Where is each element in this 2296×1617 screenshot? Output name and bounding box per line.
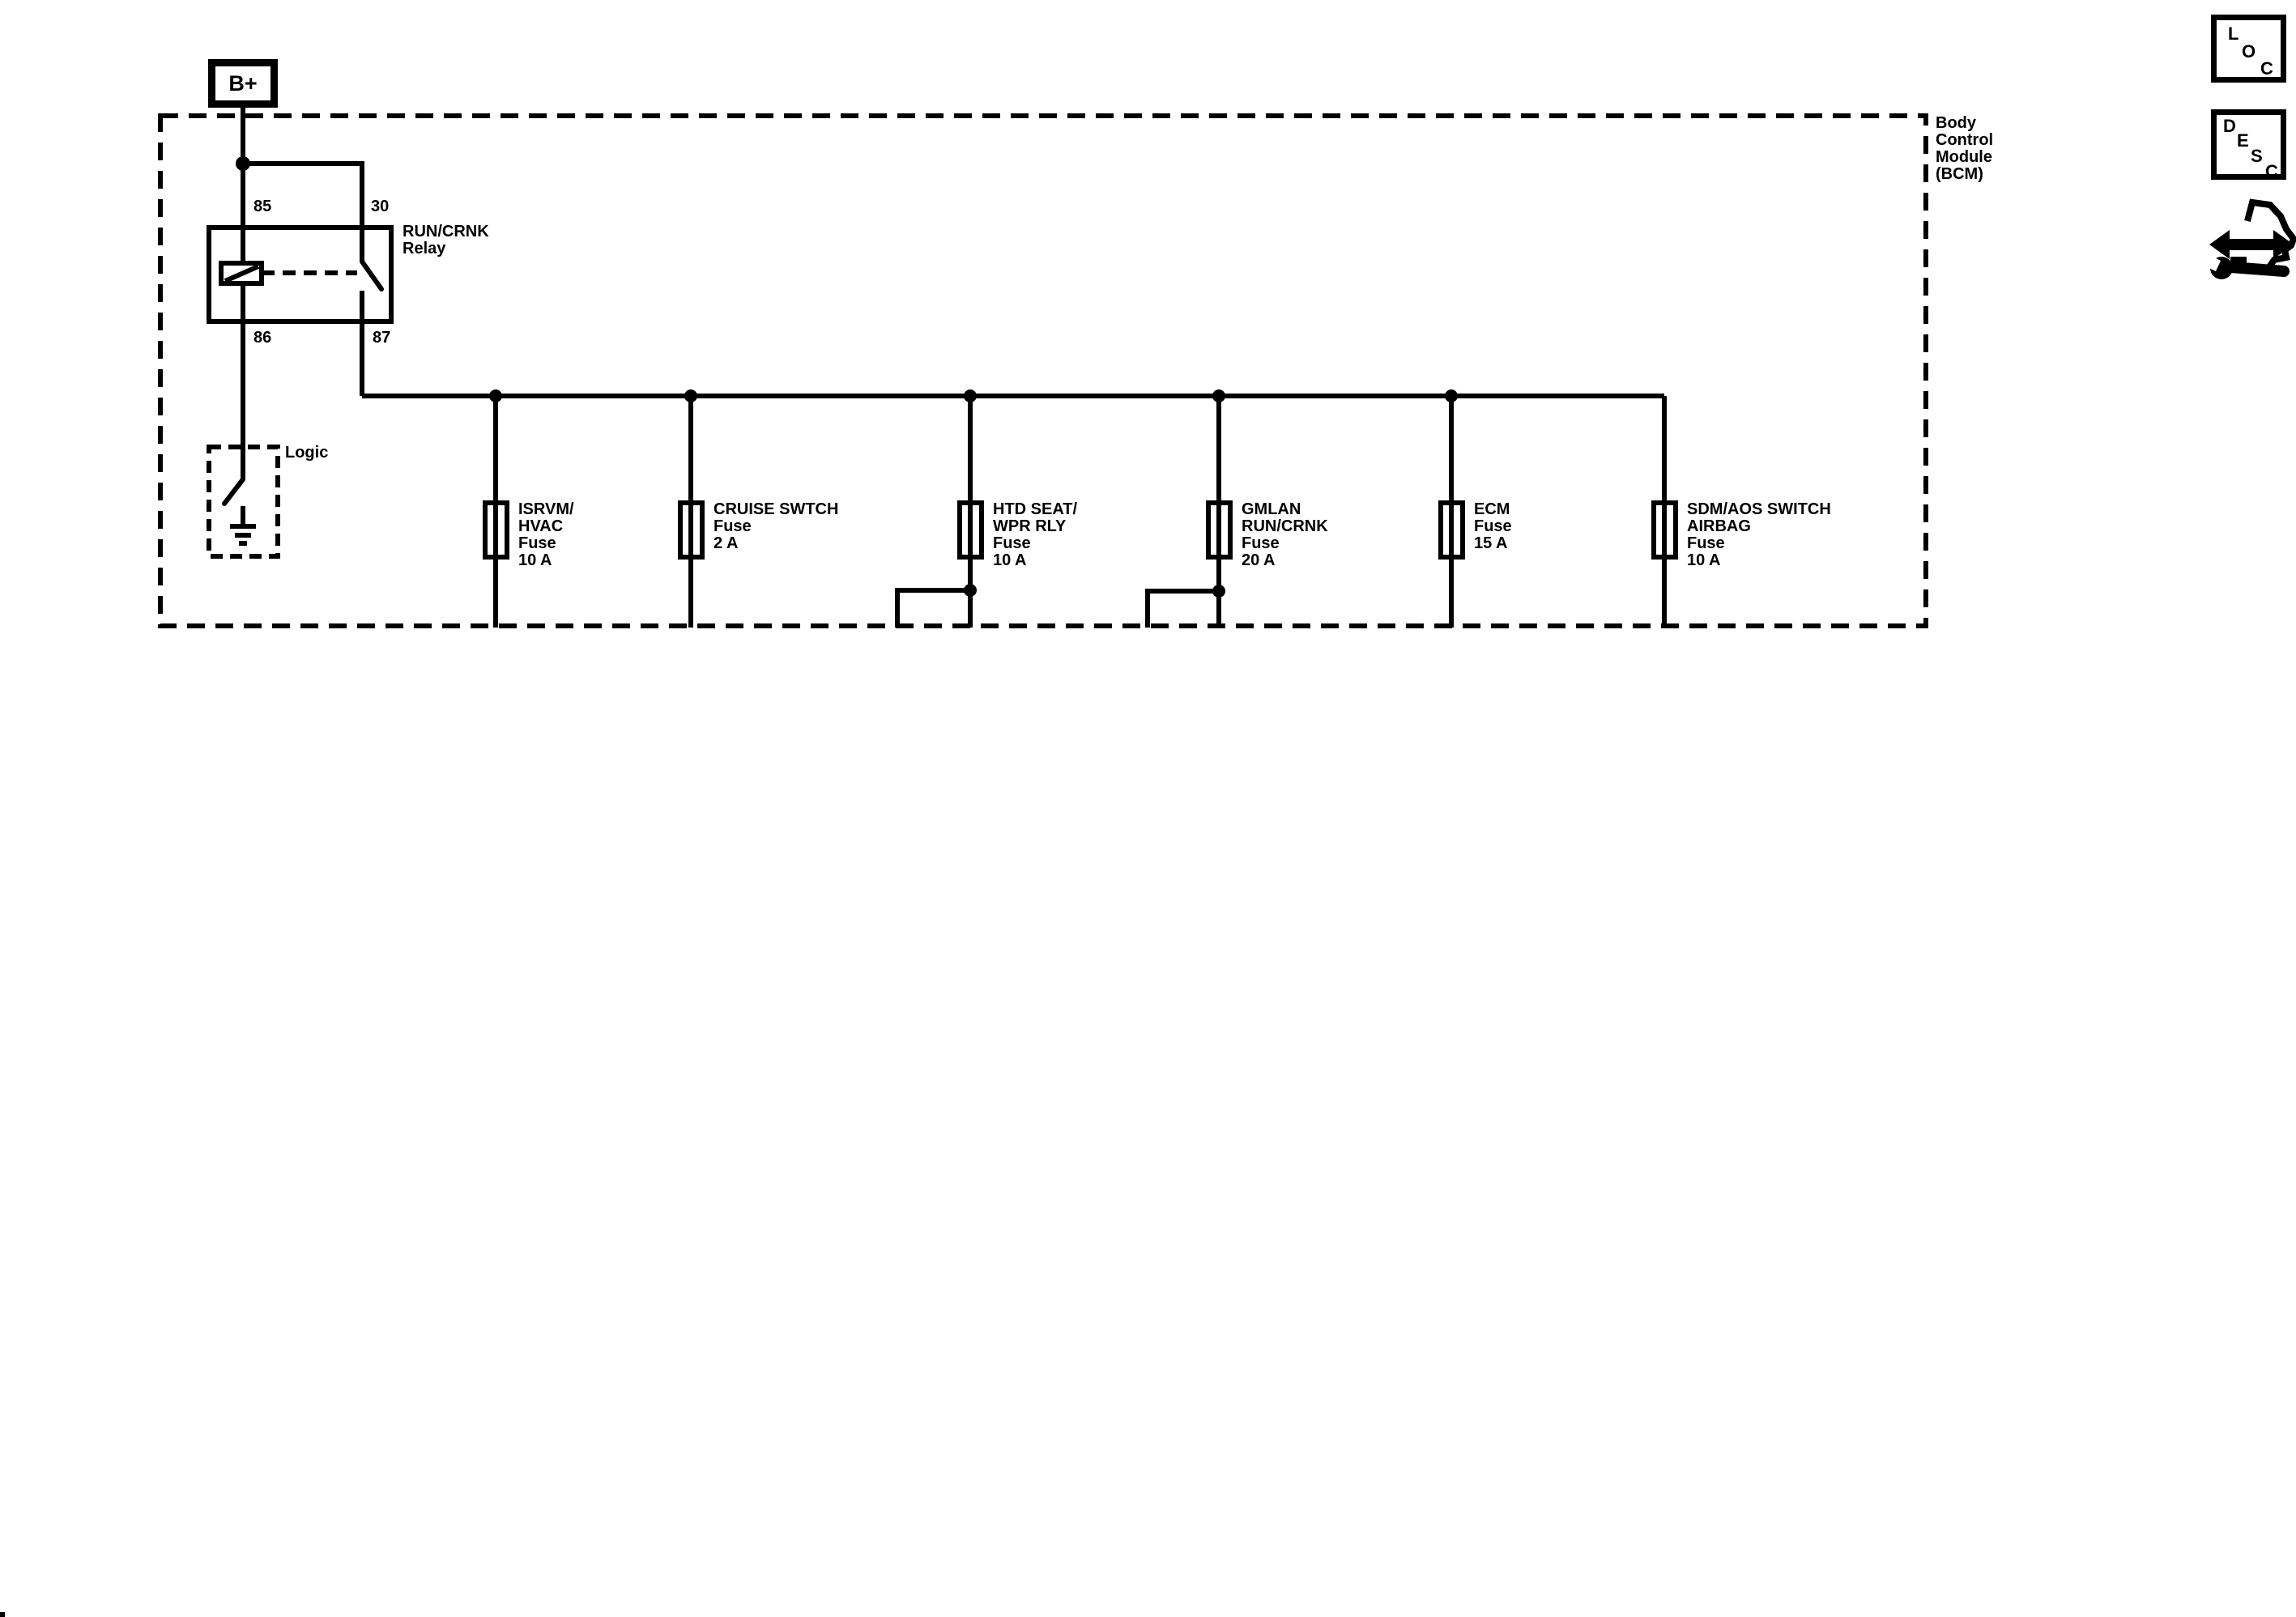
fuse-label-gmlan-run-crnk: GMLAN RUN/CRNK Fuse 20 A bbox=[1242, 500, 1328, 569]
fuse-label-isrvm-hvac: ISRVM/ HVAC Fuse 10 A bbox=[518, 500, 574, 569]
fuse-label-htd-seat-wpr-rly: HTD SEAT/ WPR RLY Fuse 10 A bbox=[993, 500, 1078, 569]
loc-letter-c: C bbox=[2260, 58, 2273, 79]
bplus-label: B+ bbox=[228, 70, 258, 96]
wire-branch-pin30 bbox=[243, 161, 364, 228]
bcm-module-label: Body Control Module (BCM) bbox=[1936, 114, 1994, 183]
fuse-symbol-5 bbox=[1438, 500, 1465, 560]
scan-artifact-dot bbox=[0, 1612, 5, 1617]
loc-letter-o: O bbox=[2242, 41, 2256, 62]
hand-arrow-wrench-icon[interactable] bbox=[2202, 198, 2296, 279]
junction-dots bbox=[236, 156, 1458, 598]
fuse-label-cruise-swtch: CRUISE SWTCH Fuse 2 A bbox=[714, 500, 839, 552]
desc-letter-e: E bbox=[2237, 130, 2249, 151]
ground-icon bbox=[230, 506, 256, 546]
desc-letter-d: D bbox=[2223, 116, 2236, 136]
relay-switch-blade bbox=[360, 259, 384, 291]
relay-pin-86-label: 86 bbox=[253, 329, 272, 347]
wire-branch-fuse4 bbox=[1145, 589, 1219, 628]
bplus-terminal: B+ bbox=[208, 59, 278, 108]
double-arrow bbox=[2209, 230, 2294, 259]
loc-letter-l: L bbox=[2228, 23, 2239, 44]
fuse-label-ecm: ECM Fuse 15 A bbox=[1474, 500, 1512, 552]
fuse-symbol-1 bbox=[483, 500, 509, 560]
logic-label: Logic bbox=[285, 444, 329, 462]
loc-icon[interactable]: L O C bbox=[2211, 15, 2286, 83]
relay-name-label: RUN/CRNK Relay bbox=[403, 223, 489, 257]
relay-pin-85-label: 85 bbox=[253, 198, 272, 215]
logic-switch-blade bbox=[222, 477, 245, 506]
hand-outline bbox=[2230, 198, 2296, 274]
logic-box bbox=[207, 445, 280, 559]
wrench bbox=[2202, 253, 2290, 279]
fuse-symbol-3 bbox=[957, 500, 984, 560]
fuse-label-sdm-aos-airbag: SDM/AOS SWITCH AIRBAG Fuse 10 A bbox=[1687, 500, 1831, 569]
fuse-symbol-6 bbox=[1651, 500, 1678, 560]
relay-pin-30-label: 30 bbox=[371, 198, 390, 215]
wire-branch-fuse3 bbox=[895, 588, 970, 628]
relay-coil-diagonal bbox=[224, 264, 260, 283]
fuse-symbol-4 bbox=[1206, 500, 1233, 560]
desc-letter-s: S bbox=[2251, 146, 2263, 166]
relay-box bbox=[207, 225, 394, 324]
desc-icon[interactable]: D E S C bbox=[2211, 109, 2286, 181]
desc-letter-c: C bbox=[2265, 161, 2278, 181]
relay-pin-87-label: 87 bbox=[373, 329, 391, 347]
bcm-boundary-box bbox=[158, 113, 1928, 628]
fuse-symbol-2 bbox=[678, 500, 705, 560]
